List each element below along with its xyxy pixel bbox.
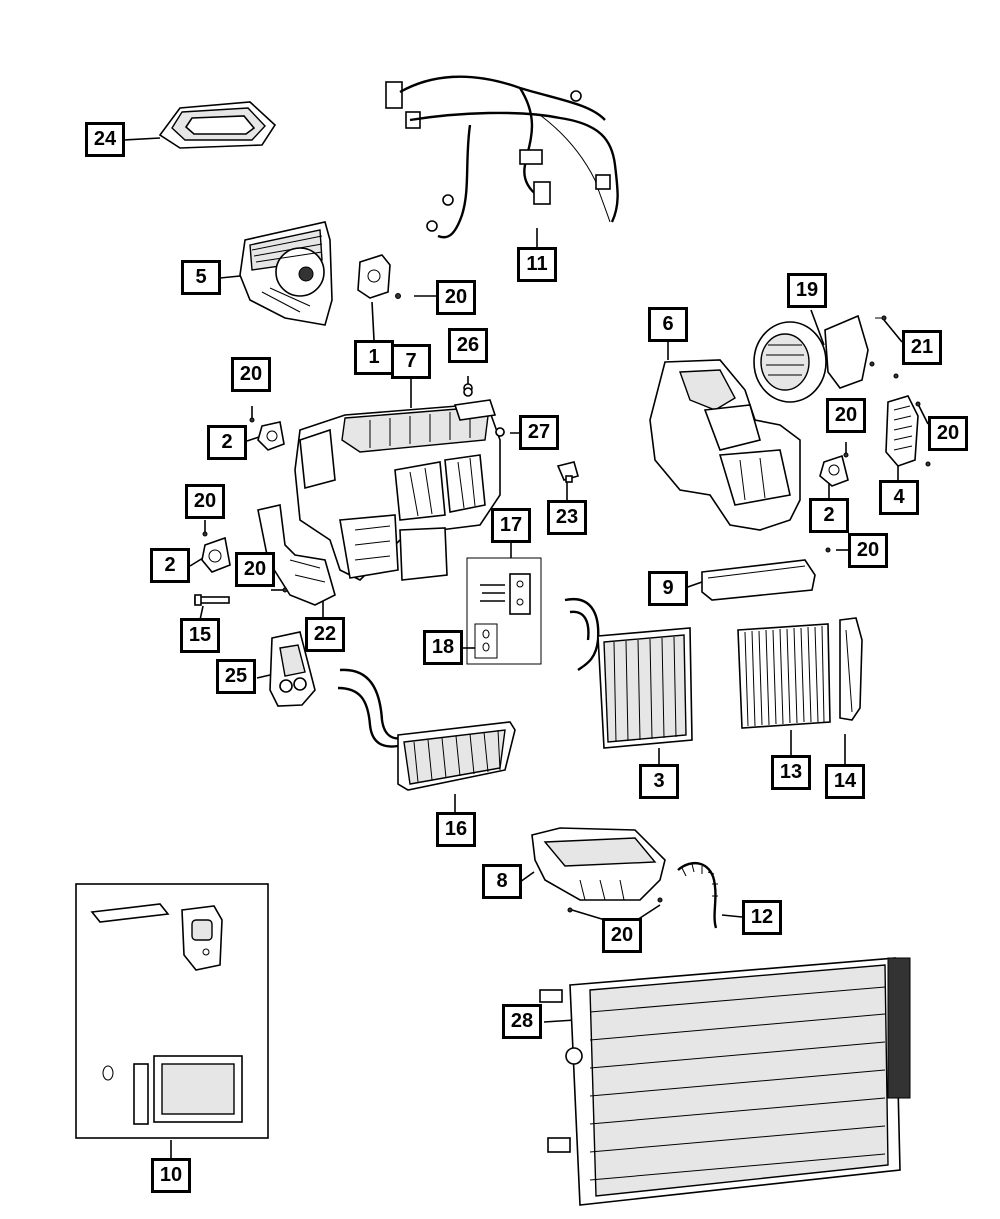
part-2-actuator-left-top — [249, 417, 285, 451]
part-1-actuator — [357, 254, 401, 299]
callout-27: 27 — [519, 415, 559, 450]
callout-20-bottom: 20 — [602, 918, 642, 953]
callout-21: 21 — [902, 330, 942, 365]
callout-28: 28 — [502, 1004, 542, 1039]
callout-16: 16 — [436, 812, 476, 847]
callout-13: 13 — [771, 755, 811, 790]
part-26-27-fasteners — [463, 387, 505, 437]
part-6-blower-housing — [649, 359, 801, 531]
part-19-blower-motor — [753, 314, 869, 403]
callout-19: 19 — [787, 273, 827, 308]
callout-20-mid: 20 — [235, 552, 275, 587]
callout-11: 11 — [517, 247, 557, 282]
callout-20-right-far: 20 — [928, 416, 968, 451]
part-8-lower-case — [531, 827, 666, 913]
callout-24: 24 — [85, 122, 125, 157]
callout-20-right-upper: 20 — [826, 398, 866, 433]
part-21-screws — [869, 315, 899, 379]
part-10-kit-box — [75, 883, 269, 1139]
part-5-blower-case — [239, 221, 333, 326]
callout-20-left-lower: 20 — [185, 484, 225, 519]
callout-15: 15 — [180, 618, 220, 653]
part-17-expansion-valve-kit — [466, 557, 542, 665]
callout-12: 12 — [742, 900, 782, 935]
callout-4: 4 — [879, 480, 919, 515]
part-4-blower-resistor — [885, 395, 931, 467]
callout-20-left-upper: 20 — [231, 357, 271, 392]
part-22-duct — [257, 504, 336, 606]
callout-20-right-lower: 20 — [848, 533, 888, 568]
part-28-condenser — [539, 957, 911, 1206]
callout-2-right: 2 — [809, 498, 849, 533]
callout-8: 8 — [482, 864, 522, 899]
part-16-heater-core — [337, 668, 516, 791]
part-2-actuator-left-bottom — [201, 531, 231, 573]
part-3-evaporator — [564, 597, 693, 749]
part-15-bolt — [194, 594, 230, 606]
part-12-drain-hose — [677, 861, 718, 929]
part-13-cabin-filter — [737, 623, 831, 729]
part-11-wiring-harness — [385, 75, 619, 239]
callout-2-left-upper: 2 — [207, 425, 247, 460]
part-23-sensor — [556, 461, 579, 483]
callout-5: 5 — [181, 260, 221, 295]
part-24-duct-seal — [158, 101, 277, 149]
callout-18: 18 — [423, 630, 463, 665]
callout-17: 17 — [491, 508, 531, 543]
callout-25: 25 — [216, 659, 256, 694]
callout-26: 26 — [448, 328, 488, 363]
part-25-gasket — [269, 631, 316, 707]
callout-9: 9 — [648, 571, 688, 606]
part-14-filter-door — [839, 617, 863, 721]
callout-2-left-lower: 2 — [150, 548, 190, 583]
callout-22: 22 — [305, 617, 345, 652]
callout-10: 10 — [151, 1158, 191, 1193]
callout-20-top: 20 — [436, 280, 476, 315]
part-9-filter-bracket — [701, 547, 831, 601]
part-18-o-rings — [474, 623, 498, 659]
callout-6: 6 — [648, 307, 688, 342]
callout-3: 3 — [639, 764, 679, 799]
part-2-actuator-right — [819, 452, 849, 487]
callout-1: 1 — [354, 340, 394, 375]
callout-7: 7 — [391, 344, 431, 379]
part-7-hvac-housing — [294, 383, 505, 581]
callout-23: 23 — [547, 500, 587, 535]
callout-14: 14 — [825, 764, 865, 799]
